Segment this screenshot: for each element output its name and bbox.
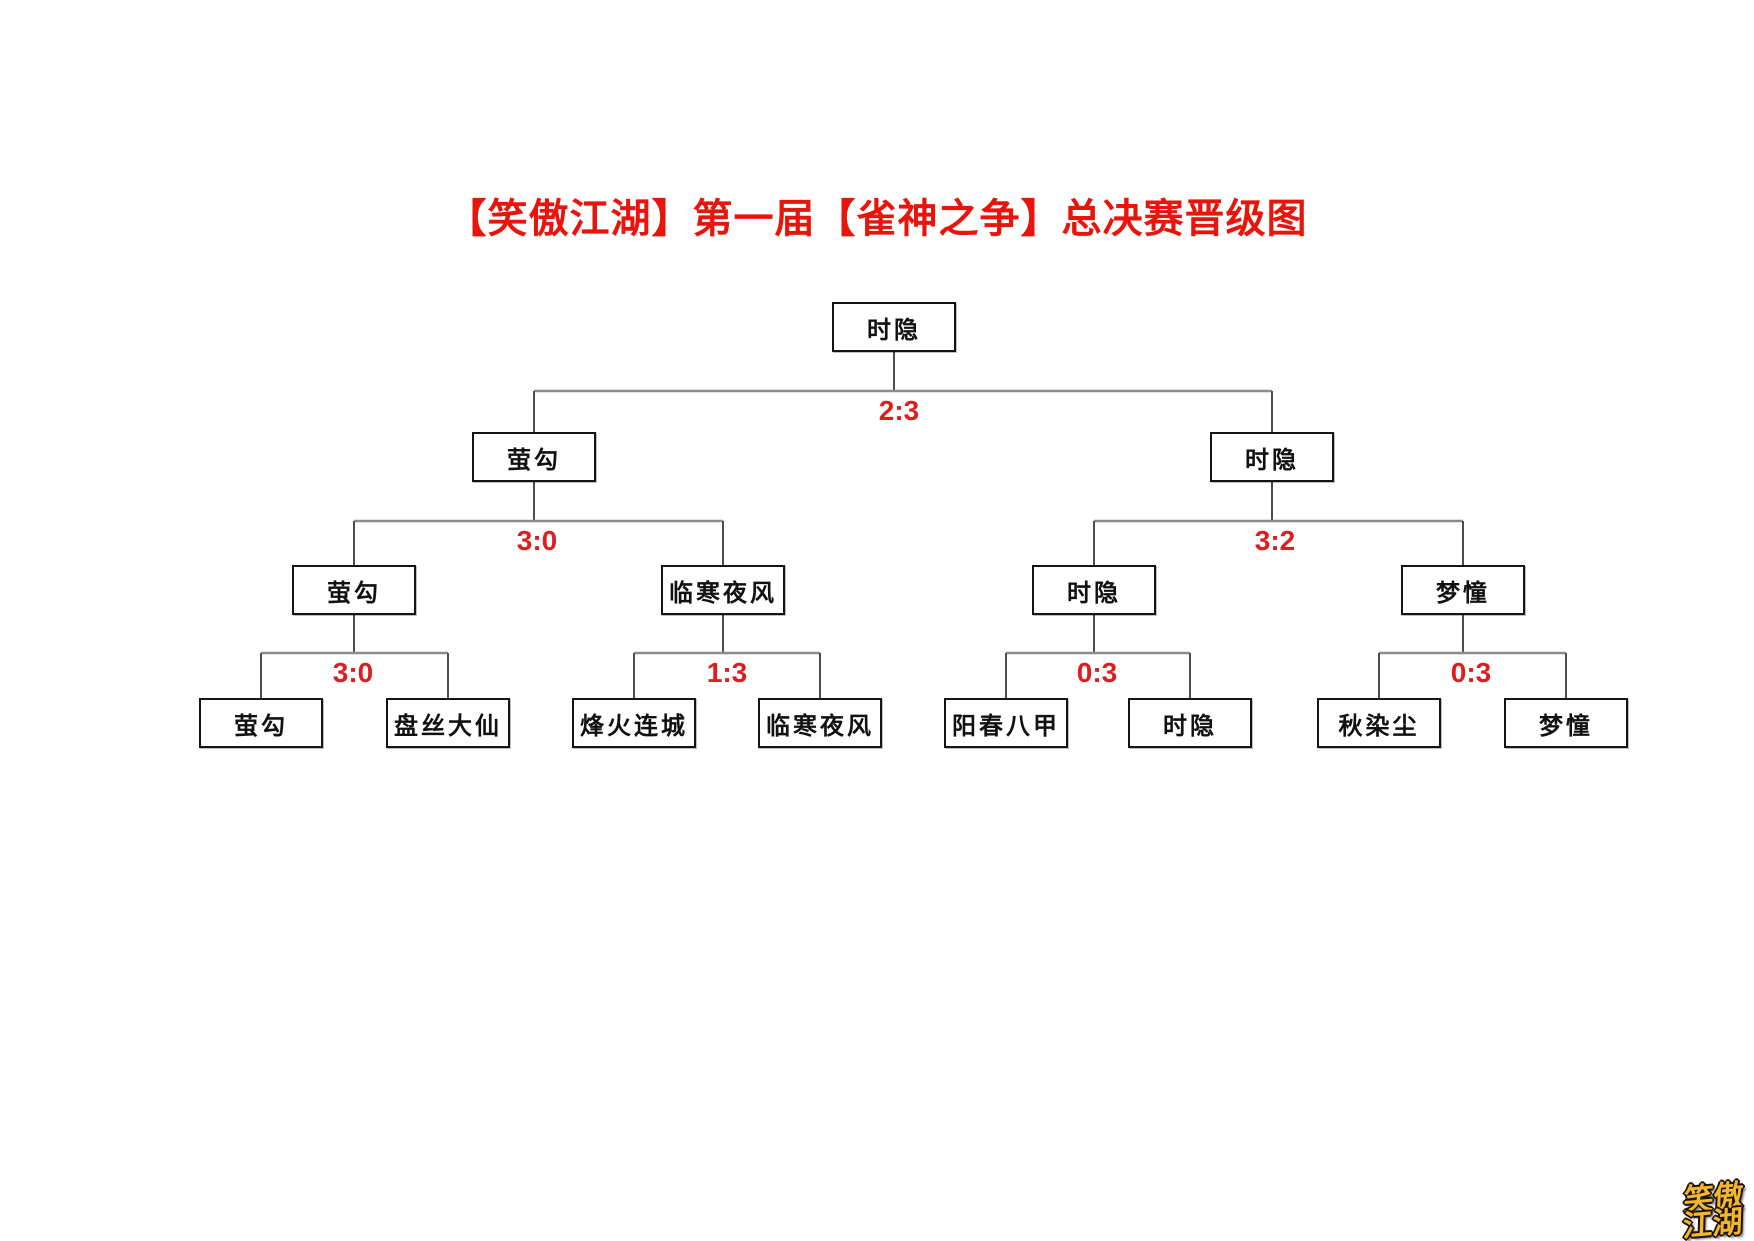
bracket-box-qf4-left: 秋染尘 (1317, 698, 1441, 748)
bracket-box-qf2-right: 临寒夜风 (758, 698, 882, 748)
bracket-box-sf2-right: 梦憧 (1401, 565, 1525, 615)
bracket-box-qf3-right: 时隐 (1128, 698, 1252, 748)
page-title: 【笑傲江湖】第一届【雀神之争】总决赛晋级图 (446, 197, 1308, 241)
bracket-box-sf1-right: 临寒夜风 (661, 565, 785, 615)
score-final: 2:3 (878, 395, 920, 426)
bracket-box-final-left: 萤勾 (472, 432, 596, 482)
score-quarterfinal-4: 0:3 (1450, 657, 1492, 688)
bracket-box-champion: 时隐 (832, 302, 956, 352)
bracket-box-final-right: 时隐 (1210, 432, 1334, 482)
score-quarterfinal-1: 3:0 (332, 657, 374, 688)
bracket-box-qf4-right: 梦憧 (1504, 698, 1628, 748)
score-semifinal-2: 3:2 (1254, 525, 1296, 556)
score-quarterfinal-3: 0:3 (1076, 657, 1118, 688)
logo-line-2: 江湖 (1682, 1205, 1744, 1241)
score-quarterfinal-2: 1:3 (706, 657, 748, 688)
bracket-box-qf3-left: 阳春八甲 (944, 698, 1068, 748)
bracket-box-sf1-left: 萤勾 (292, 565, 416, 615)
xiaoao-jianghu-logo: 笑傲 江湖 (1673, 1179, 1753, 1241)
bracket-box-sf2-left: 时隐 (1032, 565, 1156, 615)
bracket-box-qf2-left: 烽火连城 (572, 698, 696, 748)
bracket-box-qf1-left: 萤勾 (199, 698, 323, 748)
score-semifinal-1: 3:0 (516, 525, 558, 556)
bracket-box-qf1-right: 盘丝大仙 (386, 698, 510, 748)
